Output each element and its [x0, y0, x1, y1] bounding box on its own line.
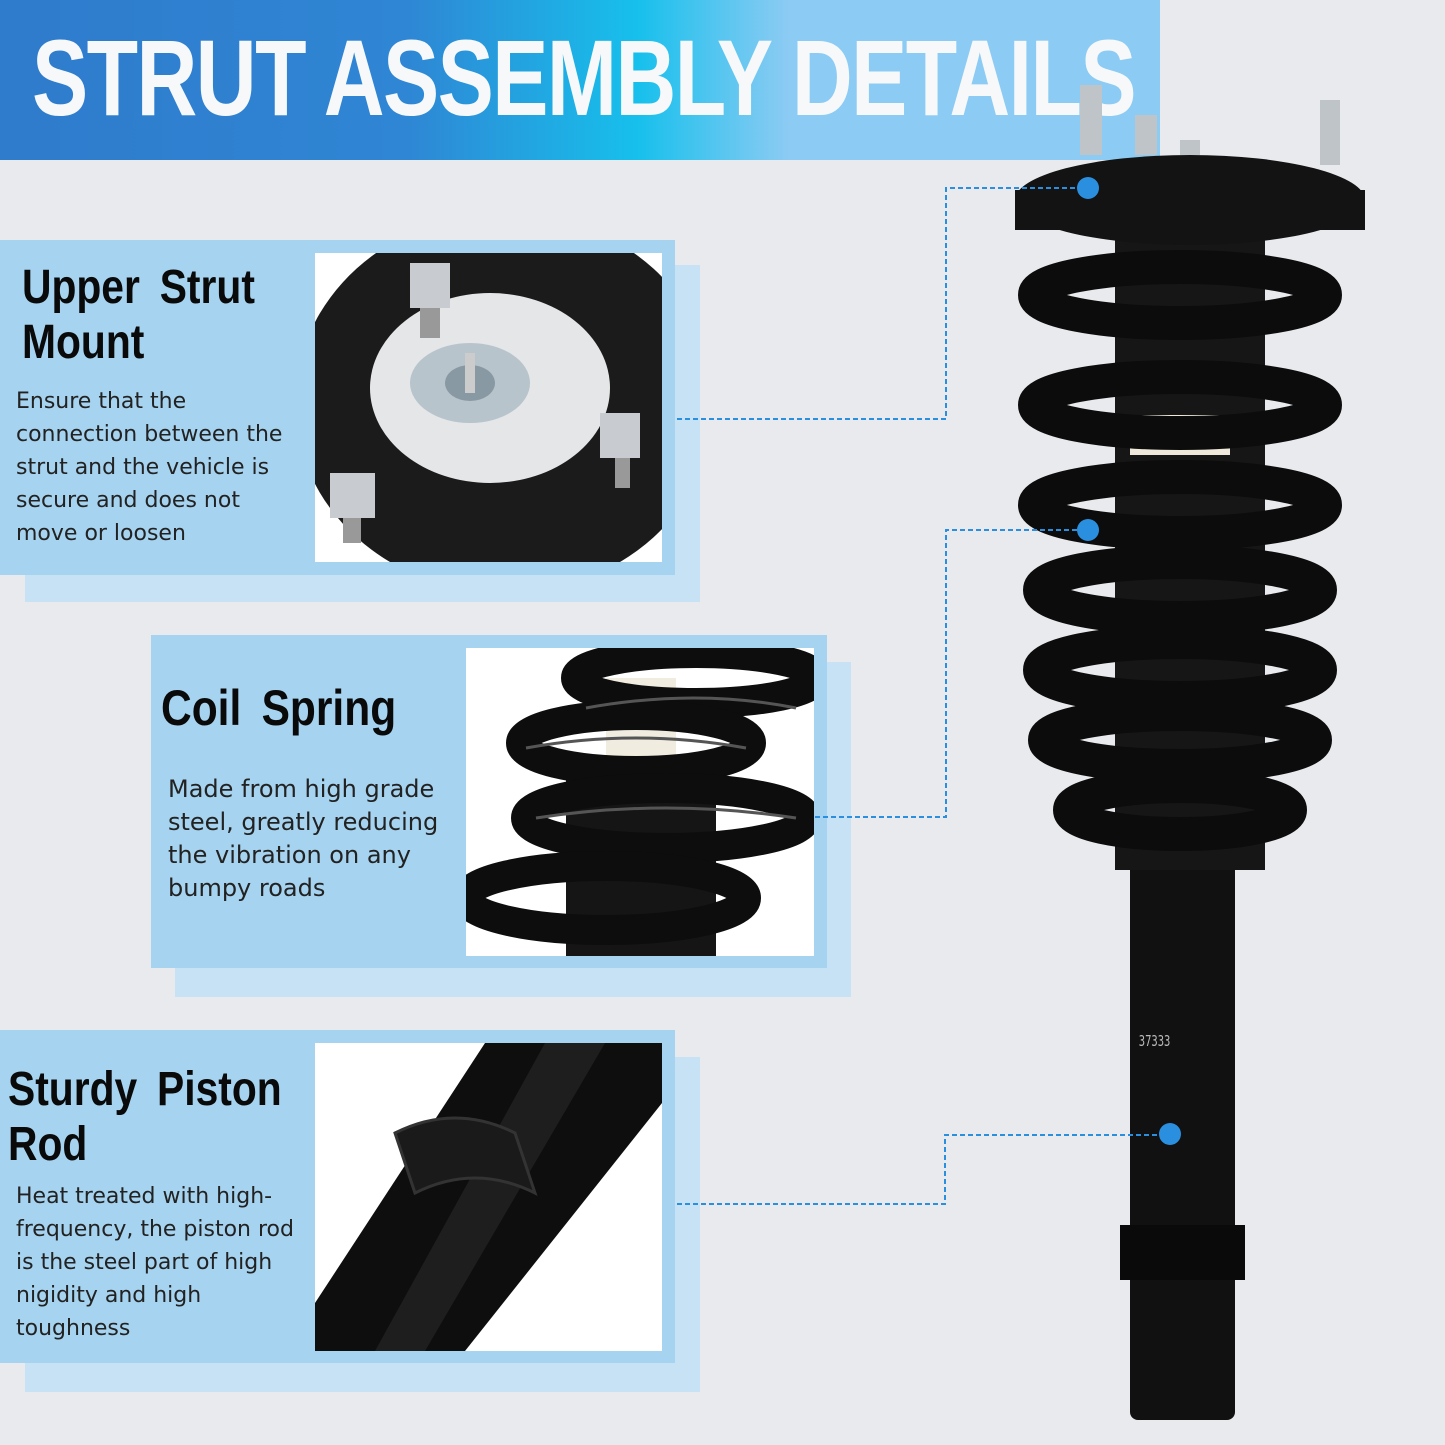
feature-coil-spring: Coil Spring Made from high grade steel, …: [151, 635, 827, 968]
upper-mount-photo: [315, 253, 662, 562]
rod-marking: 37333: [1138, 1032, 1171, 1050]
feature-title: Mount: [22, 316, 145, 370]
feature-title: Coil Spring: [161, 680, 397, 736]
page-title: STRUT ASSEMBLY DETAILS: [32, 17, 1137, 138]
callout-dot: [1159, 1123, 1181, 1145]
callout-dot: [1077, 177, 1099, 199]
feature-title: Rod: [8, 1118, 88, 1172]
callout-dot: [1077, 519, 1099, 541]
piston-rod-photo: [315, 1043, 662, 1351]
feature-title: Upper Strut: [22, 261, 255, 314]
feature-title: Sturdy Piston: [8, 1063, 282, 1116]
header-banner: STRUT ASSEMBLY DETAILS: [0, 0, 1160, 160]
feature-description: Made from high grade steel, greatly redu…: [168, 775, 439, 902]
feature-piston-rod: Sturdy Piston Rod Heat treated with high…: [0, 1030, 675, 1363]
feature-upper-strut-mount: Upper Strut Mount Ensure that the connec…: [0, 240, 675, 575]
coil-spring-photo: [466, 648, 814, 956]
feature-description: Heat treated with high-frequency, the pi…: [16, 1184, 294, 1341]
feature-description: Ensure that the connection between the s…: [16, 389, 283, 546]
